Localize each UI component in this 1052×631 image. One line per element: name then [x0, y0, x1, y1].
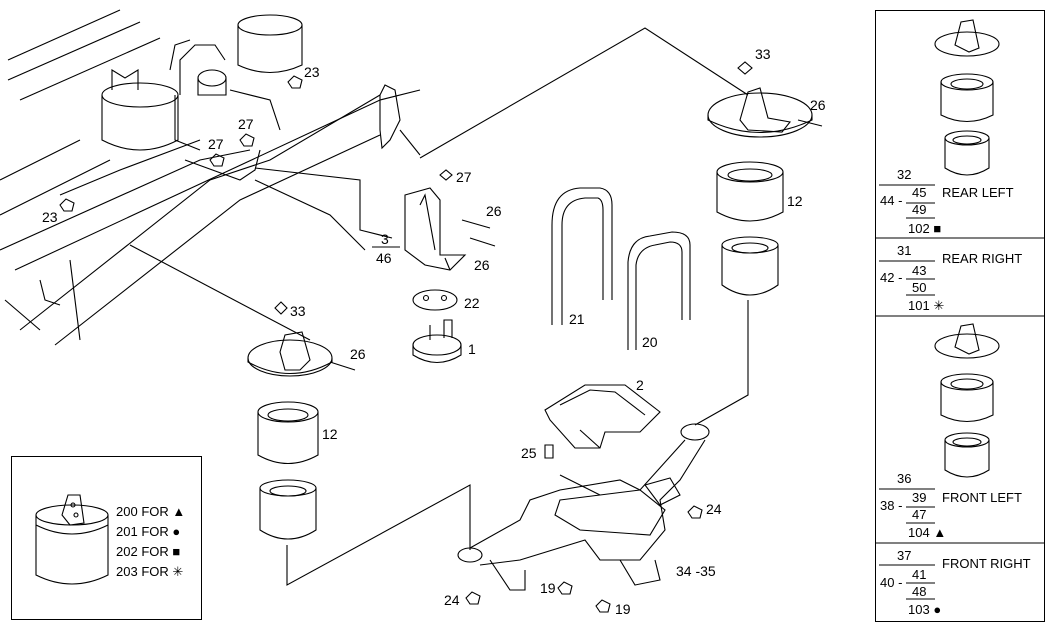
- variant-up: 45: [912, 185, 927, 200]
- variant-left: 38 -: [880, 498, 903, 513]
- variant-up: 39: [912, 490, 927, 505]
- legend-for: FOR: [141, 524, 169, 539]
- callout-20: 20: [642, 334, 658, 350]
- callout-19: 19: [615, 601, 631, 617]
- callout-34-35: 34 -35: [676, 563, 716, 579]
- legend-row: 203 FOR ✳: [116, 565, 183, 578]
- nuts: [59, 75, 703, 613]
- square-icon: ■: [933, 221, 942, 236]
- callout-24: 24: [706, 501, 722, 517]
- callout-2: 2: [636, 377, 644, 393]
- variant-bottom: 103 ●: [908, 602, 942, 617]
- callout-3: 3: [381, 231, 389, 247]
- variant-top: 31: [897, 243, 912, 258]
- variant-bottom: 102 ■: [908, 221, 942, 236]
- leader-lines: [129, 27, 749, 586]
- callout-25: 25: [521, 445, 537, 461]
- triangle-icon: ▲: [933, 525, 947, 540]
- part-1: [412, 319, 462, 364]
- callout-19: 19: [540, 580, 556, 596]
- callout-27: 27: [208, 136, 224, 152]
- callout-26: 26: [474, 257, 490, 273]
- air-spring-front: [257, 401, 319, 540]
- variant-down: 47: [912, 507, 927, 522]
- legend-row: 201 FOR ●: [116, 525, 180, 538]
- callout-27: 27: [456, 169, 472, 185]
- triangle-icon: ▲: [172, 504, 186, 519]
- callout-46: 46: [376, 250, 392, 266]
- callout-26: 26: [486, 203, 502, 219]
- variant-left: 42 -: [880, 270, 903, 285]
- circle-icon: ●: [172, 524, 181, 539]
- legend-code: 203: [116, 564, 138, 579]
- variant-down: 49: [912, 202, 927, 217]
- variant-label: REAR RIGHT: [942, 251, 1023, 266]
- air-spring-plate-rear: [707, 61, 823, 138]
- variant-left: 40 -: [880, 575, 903, 590]
- variant-up: 41: [912, 567, 927, 582]
- legend-for: FOR: [141, 504, 169, 519]
- variant-down: 50: [912, 280, 927, 295]
- pad-22: [412, 289, 458, 311]
- callout-1: 1: [468, 341, 476, 357]
- variant-label: FRONT RIGHT: [942, 556, 1031, 571]
- bracket-3-46: [404, 169, 496, 271]
- callout-12: 12: [787, 193, 803, 209]
- callout-24: 24: [444, 592, 460, 608]
- legend-code: 202: [116, 544, 138, 559]
- variant-top: 36: [897, 471, 912, 486]
- legend-code: 200: [116, 504, 138, 519]
- asterisk-icon: ✳: [933, 298, 945, 313]
- callout-27: 27: [238, 116, 254, 132]
- callout-12: 12: [322, 426, 338, 442]
- callout-23: 23: [304, 64, 320, 80]
- variant-top: 37: [897, 548, 912, 563]
- callout-22: 22: [464, 295, 480, 311]
- callout-33: 33: [290, 303, 306, 319]
- air-spring-rear: [716, 161, 784, 296]
- variant-up: 43: [912, 263, 927, 278]
- legend-for: FOR: [141, 564, 169, 579]
- variant-top: 32: [897, 167, 912, 182]
- u-bolt-20: [627, 231, 691, 350]
- chassis-frame: [0, 9, 421, 346]
- asterisk-icon: ✳: [172, 564, 184, 579]
- symbol-legend: 200 FOR ▲ 201 FOR ● 202 FOR ■ 203 FOR ✳: [11, 456, 202, 620]
- axle-beam: [457, 423, 710, 591]
- variant-down: 48: [912, 584, 927, 599]
- u-bolt-21: [551, 187, 613, 325]
- square-icon: ■: [172, 544, 181, 559]
- air-tank-assembly: [101, 14, 303, 151]
- air-spring-plate-front: [247, 301, 356, 377]
- callout-33: 33: [755, 46, 771, 62]
- callout-26: 26: [350, 346, 366, 362]
- callout-26: 26: [810, 97, 826, 113]
- variant-left: 44 -: [880, 193, 903, 208]
- variant-label: REAR LEFT: [942, 185, 1014, 200]
- legend-for: FOR: [141, 544, 169, 559]
- legend-row: 202 FOR ■: [116, 545, 180, 558]
- legend-row: 200 FOR ▲: [116, 505, 185, 518]
- circle-icon: ●: [933, 602, 942, 617]
- saddle-2: [544, 384, 661, 449]
- variant-drawings: [875, 19, 1045, 600]
- callout-23: 23: [42, 209, 58, 225]
- variant-label: FRONT LEFT: [942, 490, 1022, 505]
- variant-bottom: 101 ✳: [908, 298, 945, 313]
- legend-code: 201: [116, 524, 138, 539]
- air-spring-thumbnail: [35, 494, 109, 585]
- variant-bottom: 104 ▲: [908, 525, 947, 540]
- callout-21: 21: [569, 311, 585, 327]
